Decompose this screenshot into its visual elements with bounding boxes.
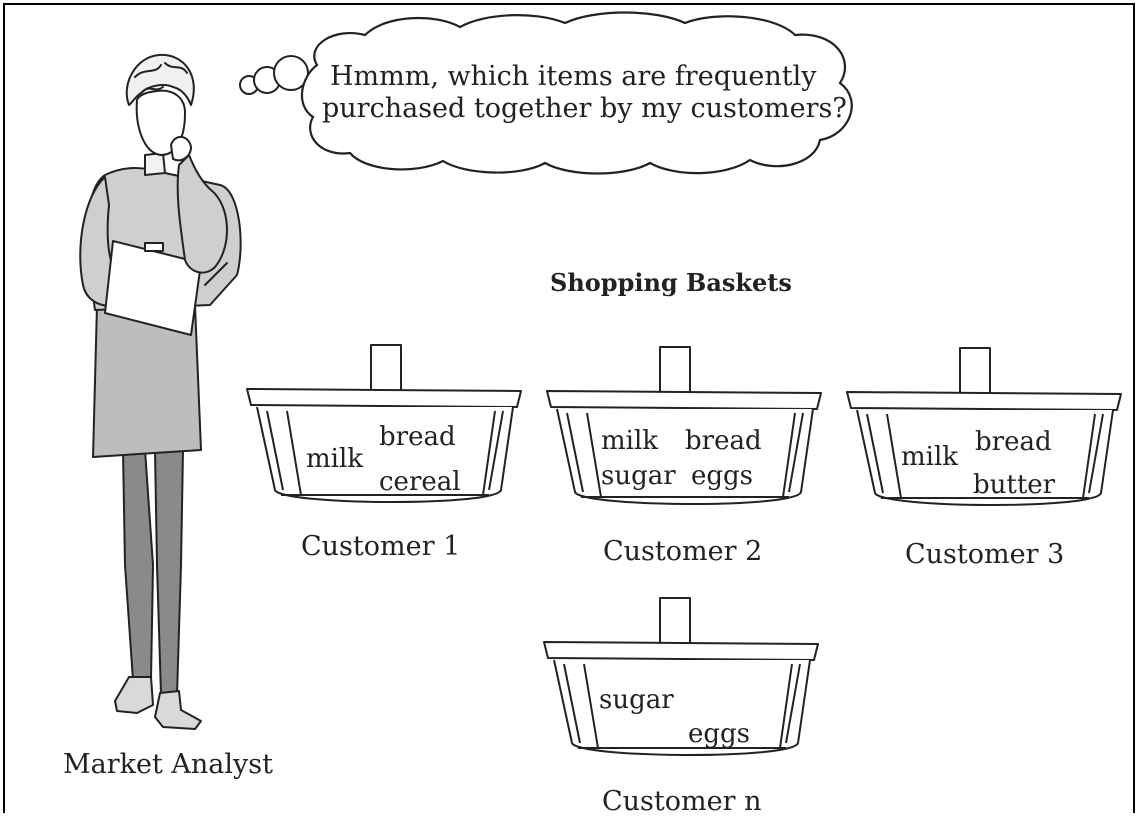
basket-1-item-milk: milk <box>306 444 363 474</box>
basket-icon <box>546 346 822 505</box>
thought-line-2: purchased together by my customers? <box>322 93 847 124</box>
basket-icon <box>246 344 522 503</box>
basket-3-item-milk: milk <box>901 442 958 472</box>
basket-2-item-eggs: eggs <box>691 461 753 491</box>
analyst-figure-icon <box>79 53 242 730</box>
basket-customer-3: milk bread butter Customer 3 <box>846 347 1122 570</box>
thought-line-1: Hmmm, which items are frequently <box>330 61 817 92</box>
basket-customer-2: milk bread sugar eggs Customer 2 <box>546 346 822 567</box>
customer-n-label: Customer n <box>602 786 761 813</box>
basket-1-item-cereal: cereal <box>379 467 461 497</box>
shopping-baskets-heading: Shopping Baskets <box>550 268 792 297</box>
thought-cloud-icon <box>239 11 853 175</box>
basket-3-item-butter: butter <box>973 470 1056 500</box>
customer-1-label: Customer 1 <box>301 531 460 562</box>
basket-customer-1: milk bread cereal Customer 1 <box>246 344 522 562</box>
basket-3-item-bread: bread <box>975 427 1052 457</box>
basket-2-item-bread: bread <box>685 426 762 456</box>
diagram-canvas: Hmmm, which items are frequently purchas… <box>63 11 1122 813</box>
basket-n-item-eggs: eggs <box>688 719 750 749</box>
basket-2-item-milk: milk <box>601 426 658 456</box>
basket-icon <box>846 347 1122 506</box>
basket-customer-n: sugar eggs Customer n <box>543 597 819 813</box>
basket-1-item-bread: bread <box>379 422 456 452</box>
customer-2-label: Customer 2 <box>603 536 762 567</box>
basket-n-item-sugar: sugar <box>599 685 674 715</box>
basket-icon <box>543 597 819 756</box>
basket-2-item-sugar: sugar <box>601 461 676 491</box>
market-analyst-label: Market Analyst <box>63 749 273 780</box>
diagram-frame: Hmmm, which items are frequently purchas… <box>3 3 1135 813</box>
customer-3-label: Customer 3 <box>905 539 1064 570</box>
